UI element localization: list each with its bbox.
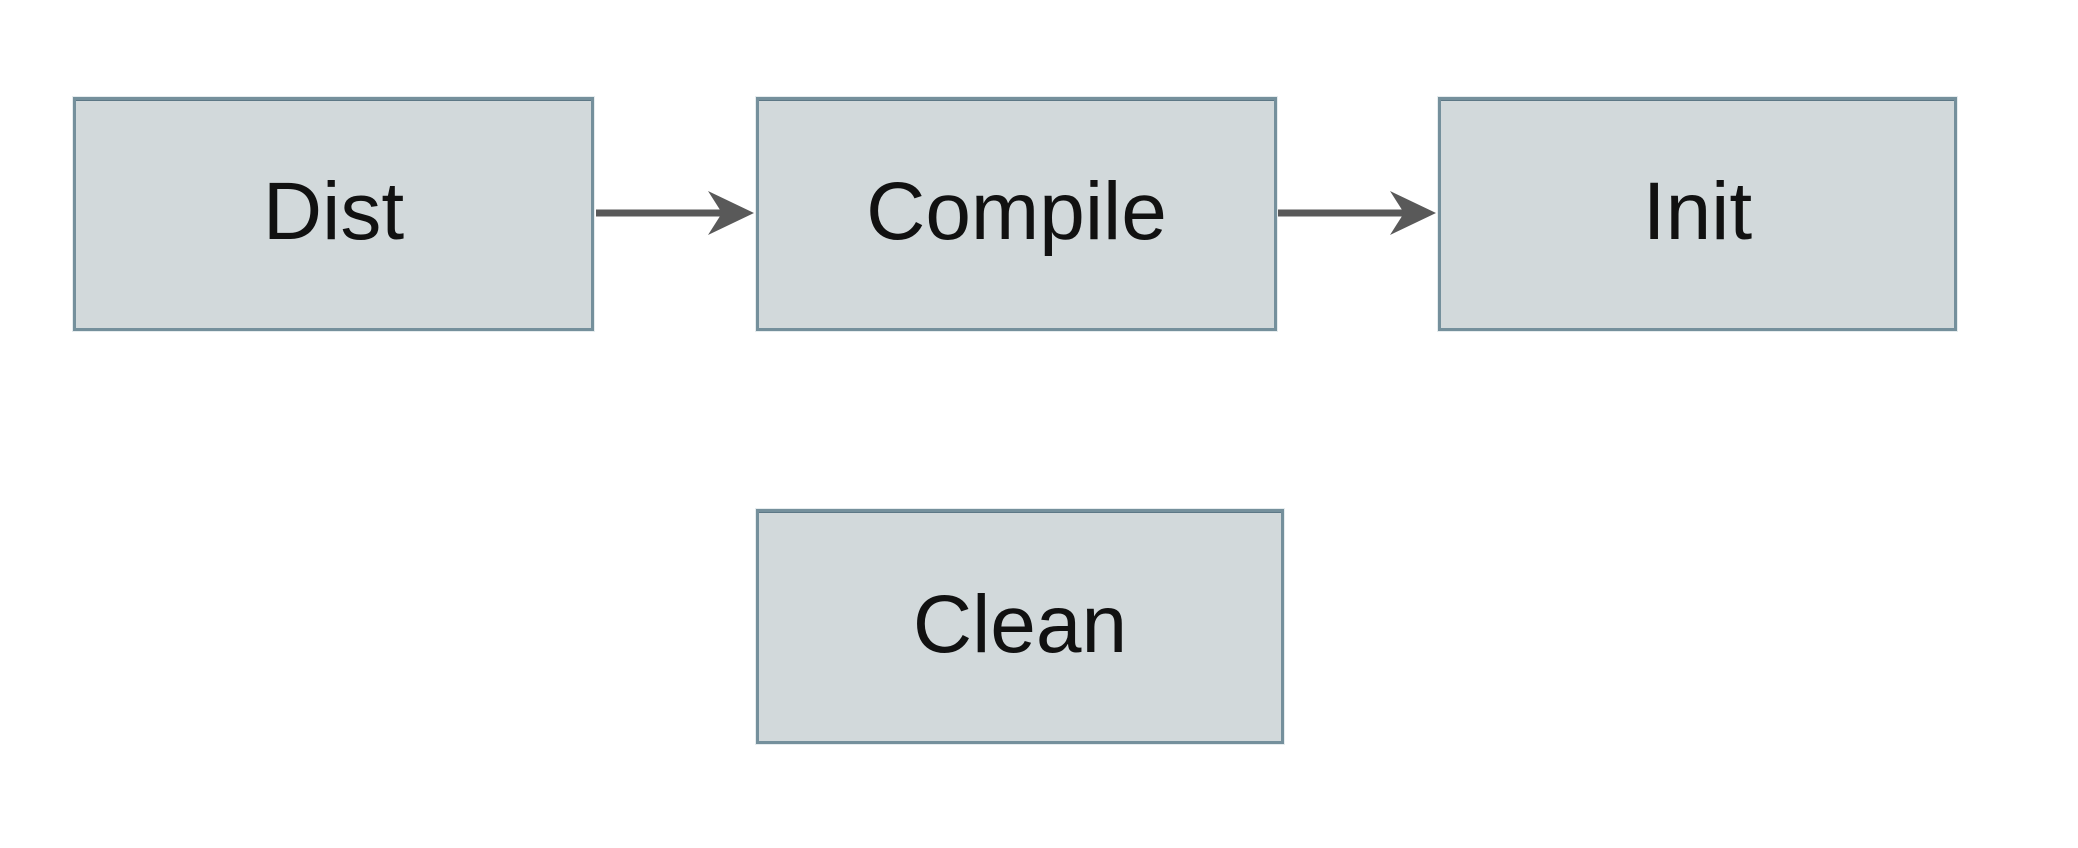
flow-node-clean: Clean [756, 509, 1284, 744]
flow-node-dist: Dist [73, 97, 594, 331]
arrow-compile-to-init [1278, 189, 1436, 237]
flow-node-compile: Compile [756, 97, 1277, 331]
flow-node-init-label: Init [1642, 166, 1753, 257]
arrow-icon [596, 191, 754, 235]
flow-node-compile-label: Compile [866, 166, 1167, 257]
flow-node-dist-label: Dist [262, 166, 405, 257]
arrow-icon [1278, 191, 1436, 235]
flow-node-clean-label: Clean [912, 578, 1128, 670]
arrow-dist-to-compile [596, 189, 754, 237]
flow-node-init: Init [1438, 97, 1957, 331]
